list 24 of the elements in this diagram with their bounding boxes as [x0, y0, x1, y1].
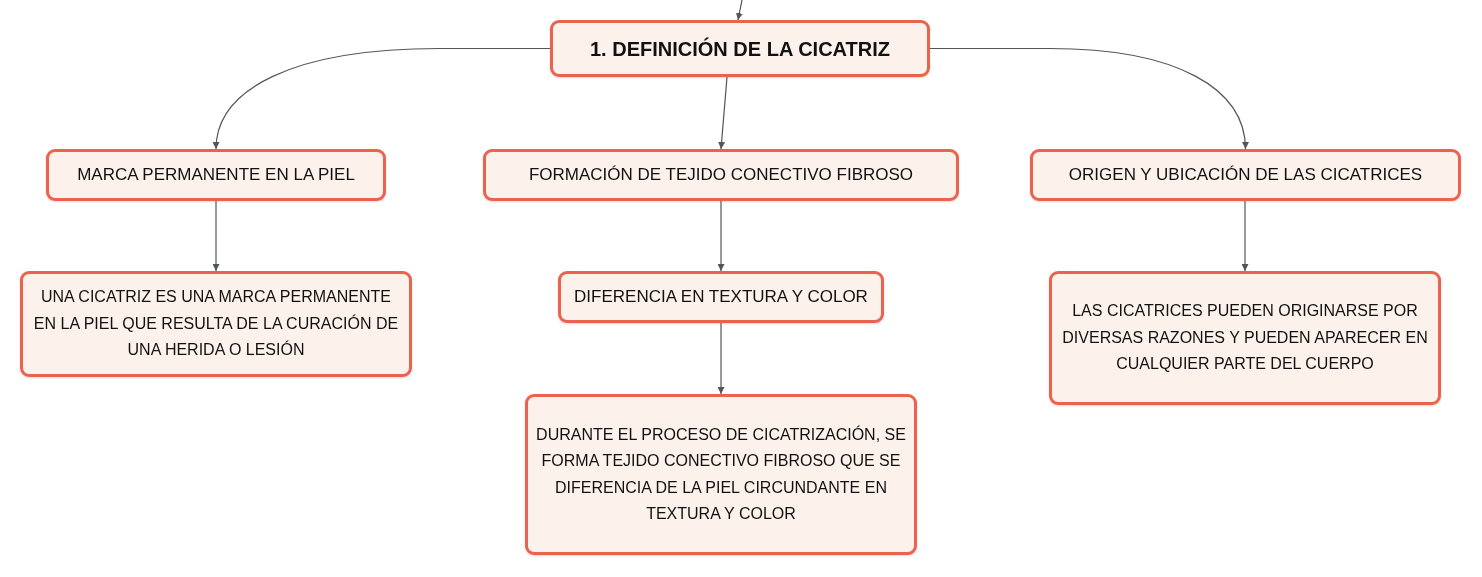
- connector-arrow: [213, 47, 551, 150]
- connector-arrow: [717, 322, 725, 395]
- topic-box: [525, 394, 917, 555]
- topic-text: DIFERENCIA EN TEXTURA Y COLOR: [574, 285, 868, 308]
- root-topic-text: 1. DEFINICIÓN DE LA CICATRIZ: [590, 36, 890, 62]
- topic-box: [1049, 271, 1441, 405]
- topic-text: FORMACIÓN DE TEJIDO CONECTIVO FIBROSO: [528, 163, 914, 186]
- topic-box: [20, 271, 412, 377]
- topic-box: [46, 149, 386, 201]
- topic-text: MARCA PERMANENTE EN LA PIEL: [77, 163, 355, 186]
- topic-text: UNA CICATRIZ ES UNA MARCA PERMANENTE EN LA PIEL QUE RESULTA DE LA CURACIÓN DE UNA HERIDA O LESIÓN: [32, 287, 400, 361]
- connector-arrow: [735, 0, 743, 21]
- root-topic-box: [550, 20, 930, 77]
- topic-box: [483, 149, 959, 201]
- topic-text: ORIGEN Y UBICACIÓN DE LAS CICATRICES: [1068, 163, 1423, 186]
- connector-arrow: [717, 200, 725, 272]
- topic-box: [1030, 149, 1461, 201]
- topic-box: [558, 271, 884, 323]
- topic-text: LAS CICATRICES PUEDEN ORIGINARSE POR DIVERSAS RAZONES Y PUEDEN APARECER EN CUALQUIER PARTE DEL CUERPO: [1061, 301, 1429, 375]
- connector-arrow: [929, 47, 1249, 150]
- topic-text: DURANTE EL PROCESO DE CICATRIZACIÓN, SE FORMA TEJIDO CONECTIVO FIBROSO QUE SE DIFERENCIA DE LA PIEL CIRCUNDANTE EN TEXTURA Y COLOR: [536, 424, 906, 524]
- connector-arrow: [1241, 200, 1249, 272]
- connector-arrow: [212, 200, 220, 272]
- connector-arrow: [718, 76, 728, 150]
